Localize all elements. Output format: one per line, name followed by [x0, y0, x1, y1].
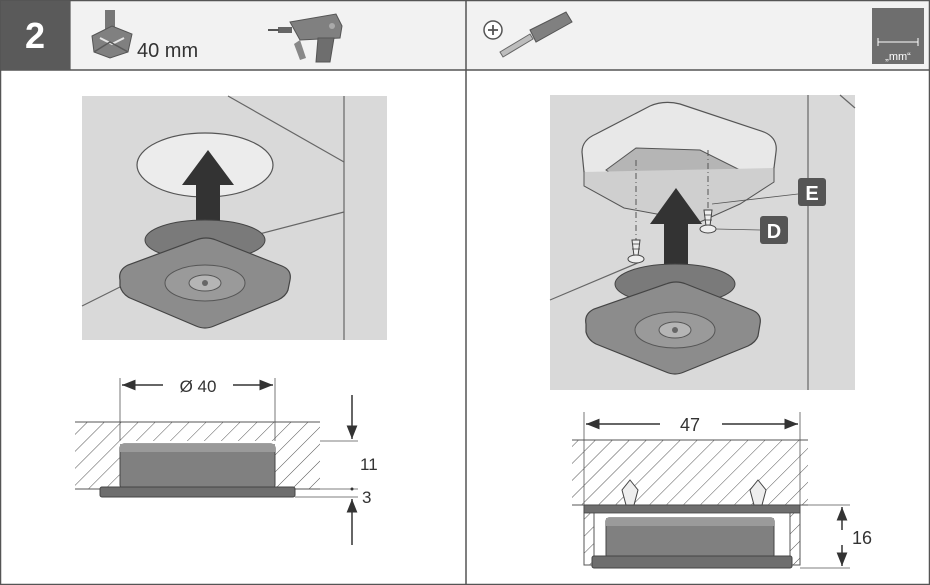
forstner-bit-icon — [91, 10, 133, 59]
callout-e-badge — [798, 178, 826, 206]
header-band — [0, 0, 930, 70]
right-section-drawing — [572, 412, 850, 569]
step-number: 2 — [25, 15, 45, 56]
callout-d-label: D — [767, 221, 781, 243]
depth-label: 11 — [360, 455, 378, 474]
left-install-scene — [81, 95, 387, 340]
screw-left — [627, 239, 645, 264]
diameter-label: Ø 40 — [180, 377, 217, 396]
phillips-screwdriver-icon — [483, 11, 573, 58]
left-section-drawing — [75, 378, 358, 545]
screw-right — [699, 209, 717, 234]
right-install-scene — [549, 94, 856, 390]
units-mm-icon — [872, 8, 924, 64]
step-badge — [1, 1, 70, 70]
callout-e-label: E — [805, 183, 818, 205]
units-label: „mm“ — [885, 51, 911, 63]
drill-icon — [268, 13, 343, 63]
callout-d-badge — [760, 216, 788, 244]
width-label: 47 — [680, 415, 700, 435]
flange-label: 3 — [362, 488, 371, 507]
drill-bit-size-label: 40 mm — [137, 40, 198, 62]
height-label: 16 — [852, 528, 872, 548]
